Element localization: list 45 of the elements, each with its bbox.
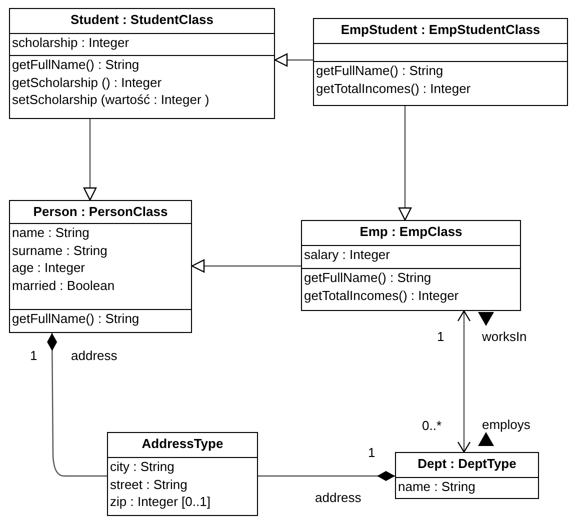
class-box [9, 200, 192, 333]
class-member: getFullName() : String [12, 56, 140, 74]
class-name: EmpStudent : EmpStudentClass [340, 21, 542, 39]
class-member: getTotalIncomes() : Integer [304, 286, 459, 304]
class-member: scholarship : Integer [12, 34, 130, 52]
composition-line [258, 471, 395, 481]
class-member: getFullName() : String [316, 62, 444, 80]
role-label: employs [482, 417, 530, 432]
class-name: Person : PersonClass [32, 203, 169, 221]
class-member: getFullName() : String [304, 269, 432, 286]
class-member: zip : Integer [0..1] [110, 493, 210, 510]
class-box [395, 452, 539, 499]
role-label: worksIn [482, 329, 527, 344]
role-label: address [71, 348, 118, 363]
class-member: married : Boolean [12, 276, 115, 294]
generalization-arrow [83, 119, 97, 201]
class-member: surname : String [12, 242, 108, 259]
composition-line [47, 333, 107, 477]
class-member: name : String [398, 478, 476, 496]
generalization-arrow [191, 259, 301, 273]
class-name: AddressType [140, 435, 224, 453]
class-member: city : String [110, 458, 174, 476]
class-member: salary : Integer [304, 246, 390, 264]
class-member: getTotalIncomes() : Integer [316, 80, 471, 97]
multiplicity-label: 0..* [422, 418, 442, 433]
class-name: Dept : DeptType [416, 455, 518, 473]
class-name: Student : StudentClass [69, 11, 214, 29]
class-name: Emp : EmpClass [358, 223, 464, 241]
generalization-arrow [274, 53, 313, 67]
role-label: address [315, 490, 362, 505]
class-member: street : String [110, 476, 188, 493]
association-arrow [457, 310, 471, 453]
class-box [107, 432, 258, 516]
multiplicity-label: 1 [437, 329, 444, 344]
class-member: age : Integer [12, 259, 85, 276]
class-box [301, 220, 521, 311]
class-box [313, 18, 568, 106]
generalization-arrow [398, 106, 412, 221]
multiplicity-label: 1 [30, 348, 38, 363]
class-member: getFullName() : String [12, 310, 140, 328]
class-member: setScholarship (wartość : Integer ) [12, 91, 210, 108]
class-member: name : String [12, 224, 90, 242]
multiplicity-label: 1 [368, 445, 376, 460]
class-member: getScholarship () : Integer [12, 74, 162, 91]
class-box [9, 8, 275, 119]
